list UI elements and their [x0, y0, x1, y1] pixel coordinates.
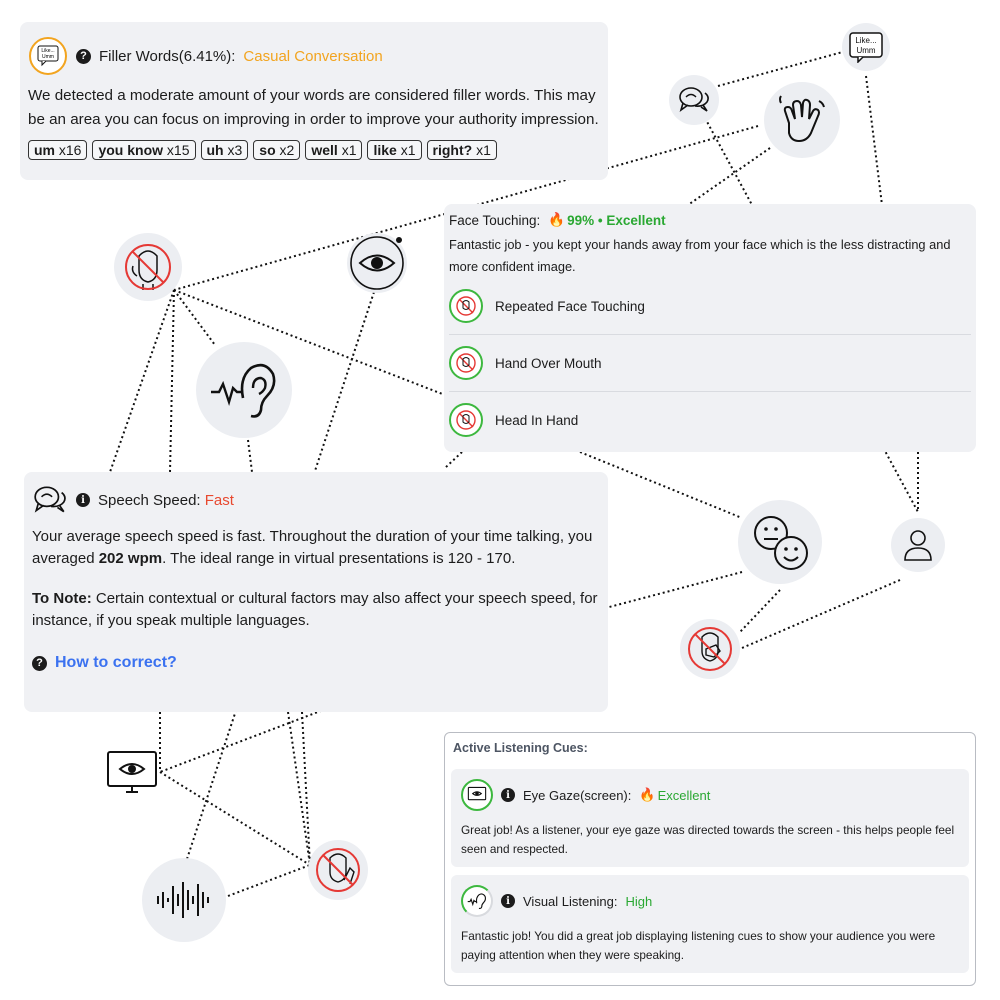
- help-icon: ?: [32, 655, 47, 671]
- hand-over-mouth-icon: [688, 627, 732, 671]
- visual-listening-description: Fantastic job! You did a great job displ…: [461, 929, 936, 962]
- ear-wave-small-icon: [461, 885, 493, 917]
- emotions-node[interactable]: [738, 500, 822, 584]
- fire-icon: 🔥: [548, 212, 566, 227]
- filler-words-description: We detected a moderate amount of your wo…: [28, 87, 599, 128]
- ear-wave-icon: [211, 363, 276, 418]
- speech-speed-header: i Speech Speed: Fast: [32, 484, 600, 516]
- audio-wave-node[interactable]: [142, 858, 226, 942]
- svg-text:Like...: Like...: [855, 36, 876, 45]
- monitor-eye-node[interactable]: [104, 745, 160, 801]
- svg-text:Umm: Umm: [856, 46, 875, 55]
- filler-chip: um x16: [28, 140, 88, 160]
- info-icon[interactable]: i: [76, 493, 90, 507]
- speech-speed-note: To Note: Certain contextual or cultural …: [32, 590, 598, 629]
- monitor-eye-icon: [107, 751, 157, 793]
- head-in-hand-small-icon: [449, 403, 483, 437]
- filler-chip: so x2: [253, 140, 301, 160]
- list-item[interactable]: Hand Over Mouth: [449, 335, 971, 392]
- audio-wave-icon: [157, 882, 209, 918]
- info-icon[interactable]: i: [501, 788, 515, 802]
- face-touching-card: Face Touching: 🔥 99% • Excellent Fantast…: [444, 204, 976, 452]
- speech-bubbles-small-icon: [34, 486, 66, 513]
- list-item-label: Repeated Face Touching: [495, 298, 645, 314]
- like-umm-node[interactable]: Like... Umm: [842, 23, 890, 71]
- list-item-label: Hand Over Mouth: [495, 355, 602, 371]
- face-touching-label: Face Touching:: [449, 212, 541, 228]
- help-icon[interactable]: ?: [76, 48, 91, 64]
- face-touching-header: Face Touching: 🔥 99% • Excellent: [449, 212, 971, 228]
- svg-text:Umm: Umm: [42, 54, 54, 60]
- monitor-eye-small-icon: [461, 779, 493, 811]
- hand-over-mouth-small-icon: [449, 346, 483, 380]
- list-item-label: Head In Hand: [495, 412, 579, 428]
- active-listening-card: Active Listening Cues: i Eye Gaze(screen…: [444, 732, 976, 986]
- filler-chip: you know x15: [92, 140, 196, 160]
- filler-chips: um x16 you know x15 uh x3 so x2 well x1 …: [28, 140, 600, 160]
- visual-listening-label: Visual Listening:: [523, 893, 618, 909]
- like-umm-icon: Like... Umm: [849, 32, 883, 63]
- info-icon[interactable]: i: [501, 894, 515, 908]
- filler-words-header: Like... Umm ? Filler Words(6.41%): Casua…: [28, 36, 600, 76]
- list-item[interactable]: Head In Hand: [449, 392, 971, 448]
- filler-chip: uh x3: [200, 140, 249, 160]
- speech-speed-rating: Fast: [204, 491, 234, 509]
- eye-gaze-label: Eye Gaze(screen):: [523, 787, 632, 803]
- speech-bubbles-icon: [679, 87, 709, 112]
- how-to-correct-link[interactable]: ? How to correct?: [32, 654, 600, 672]
- head-in-hand-node[interactable]: [308, 840, 368, 900]
- no-face-touch-icon: [125, 244, 171, 290]
- speech-bubbles-node[interactable]: [669, 75, 719, 125]
- waving-hand-node[interactable]: [764, 82, 840, 158]
- waving-hand-icon: [779, 95, 825, 143]
- eye-gaze-header: i Eye Gaze(screen): 🔥 Excellent: [461, 779, 959, 811]
- eye-icon: [350, 236, 404, 290]
- speech-speed-label: Speech Speed:: [98, 491, 201, 509]
- face-touching-score: 99% • Excellent: [567, 212, 666, 228]
- filler-words-title: Filler Words(6.41%):: [99, 47, 236, 65]
- eye-gaze-rating: Excellent: [657, 787, 711, 803]
- filler-chip: well x1: [305, 140, 363, 160]
- repeated-touch-icon: [449, 289, 483, 323]
- person-icon: [904, 530, 932, 561]
- filler-words-card: Like... Umm ? Filler Words(6.41%): Casua…: [20, 22, 608, 180]
- emotions-icon: [754, 516, 808, 570]
- filler-chip: like x1: [367, 140, 422, 160]
- eye-gaze-section: i Eye Gaze(screen): 🔥 Excellent Great jo…: [451, 769, 969, 867]
- face-touching-description: Fantastic job - you kept your hands away…: [449, 237, 951, 274]
- person-node[interactable]: [891, 518, 945, 572]
- no-face-touch-node[interactable]: [114, 233, 182, 301]
- hand-over-mouth-node[interactable]: [680, 619, 740, 679]
- face-touching-list: Repeated Face Touching Hand Over Mouth H…: [449, 278, 971, 448]
- filler-chip: right? x1: [426, 140, 497, 160]
- filler-words-rating: Casual Conversation: [243, 47, 383, 65]
- fire-icon: 🔥: [639, 787, 656, 802]
- visual-listening-section: i Visual Listening: High Fantastic job! …: [451, 875, 969, 973]
- head-in-hand-icon: [316, 848, 360, 892]
- visual-listening-header: i Visual Listening: High: [461, 885, 959, 917]
- filler-badge-icon: Like... Umm: [29, 37, 67, 75]
- visual-listening-rating: High: [625, 893, 653, 909]
- ear-wave-node[interactable]: [196, 342, 292, 438]
- eye-gaze-description: Great job! As a listener, your eye gaze …: [461, 823, 955, 856]
- speech-speed-summary: Your average speech speed is fast. Throu…: [32, 528, 593, 567]
- speech-speed-card: i Speech Speed: Fast Your average speech…: [24, 472, 608, 712]
- eye-node[interactable]: [347, 233, 407, 293]
- active-listening-title: Active Listening Cues:: [453, 741, 588, 755]
- svg-text:Like...: Like...: [41, 48, 54, 54]
- list-item[interactable]: Repeated Face Touching: [449, 278, 971, 335]
